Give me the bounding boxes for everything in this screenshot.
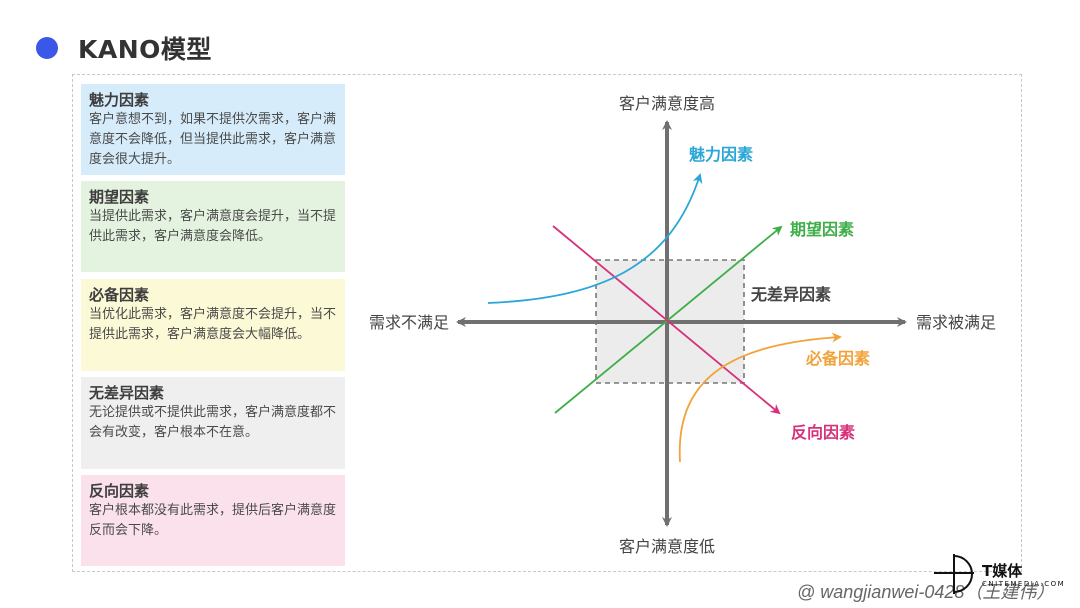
logo-mark-icon bbox=[934, 554, 974, 594]
attractive-curve bbox=[487, 173, 703, 304]
card-description: 无论提供或不提供此需求，客户满意度都不会有改变，客户根本不在意。 bbox=[89, 405, 337, 440]
card-title: 必备因素 bbox=[89, 286, 150, 304]
card-reverse: 反向因素 客户根本都没有此需求，提供后客户满意度反而会下降。 bbox=[81, 475, 345, 566]
author-credit: @ wangjianwei-0428（王建伟） bbox=[797, 582, 1055, 602]
card-description: 当提供此需求，客户满意度会提升，当不提供此需求，客户满意度会降低。 bbox=[89, 209, 337, 244]
card-indifferent: 无差异因素 无论提供或不提供此需求，客户满意度都不会有改变，客户根本不在意。 bbox=[81, 377, 345, 469]
label-must-be: 必备因素 bbox=[805, 349, 870, 368]
axis-label-bottom: 客户满意度低 bbox=[619, 537, 715, 556]
axis-label-right: 需求被满足 bbox=[916, 313, 996, 332]
label-indifferent: 无差异因素 bbox=[750, 285, 831, 304]
card-title: 无差异因素 bbox=[89, 384, 165, 402]
card-description: 当优化此需求，客户满意度不会提升，当不提供此需求，客户满意度会大幅降低。 bbox=[89, 307, 337, 342]
card-attractive: 魅力因素 客户意想不到，如果不提供次需求，客户满意度不会降低，但当提供此需求，客… bbox=[81, 84, 345, 175]
card-title: 魅力因素 bbox=[89, 91, 150, 109]
reverse-line bbox=[552, 225, 781, 415]
axis-label-top: 客户满意度高 bbox=[619, 94, 715, 113]
axis-label-left: 需求不满足 bbox=[369, 313, 449, 332]
card-performance: 期望因素 当提供此需求，客户满意度会提升，当不提供此需求，客户满意度会降低。 bbox=[81, 181, 345, 272]
card-must-be: 必备因素 当优化此需求，客户满意度不会提升，当不提供此需求，客户满意度会大幅降低… bbox=[81, 279, 345, 371]
logo-name: T媒体 bbox=[982, 562, 1023, 580]
label-attractive: 魅力因素 bbox=[689, 145, 753, 164]
title-bullet-icon bbox=[36, 37, 58, 59]
card-description: 客户根本都没有此需求，提供后客户满意度反而会下降。 bbox=[89, 503, 337, 538]
logo-subtitle: CNITEMEDIA.COM bbox=[982, 580, 1066, 588]
label-reverse: 反向因素 bbox=[791, 423, 855, 442]
card-title: 反向因素 bbox=[89, 482, 150, 500]
title-row: KANO模型 bbox=[36, 28, 212, 68]
media-logo: T媒体 CNITEMEDIA.COM bbox=[930, 548, 1080, 600]
content-frame bbox=[72, 74, 1022, 572]
label-performance: 期望因素 bbox=[790, 220, 854, 239]
must-be-curve bbox=[678, 332, 842, 463]
page-title: KANO模型 bbox=[78, 35, 212, 64]
card-description: 客户意想不到，如果不提供次需求，客户满意度不会降低，但当提供此需求，客户满意度会… bbox=[89, 112, 337, 167]
card-title: 期望因素 bbox=[89, 188, 150, 206]
